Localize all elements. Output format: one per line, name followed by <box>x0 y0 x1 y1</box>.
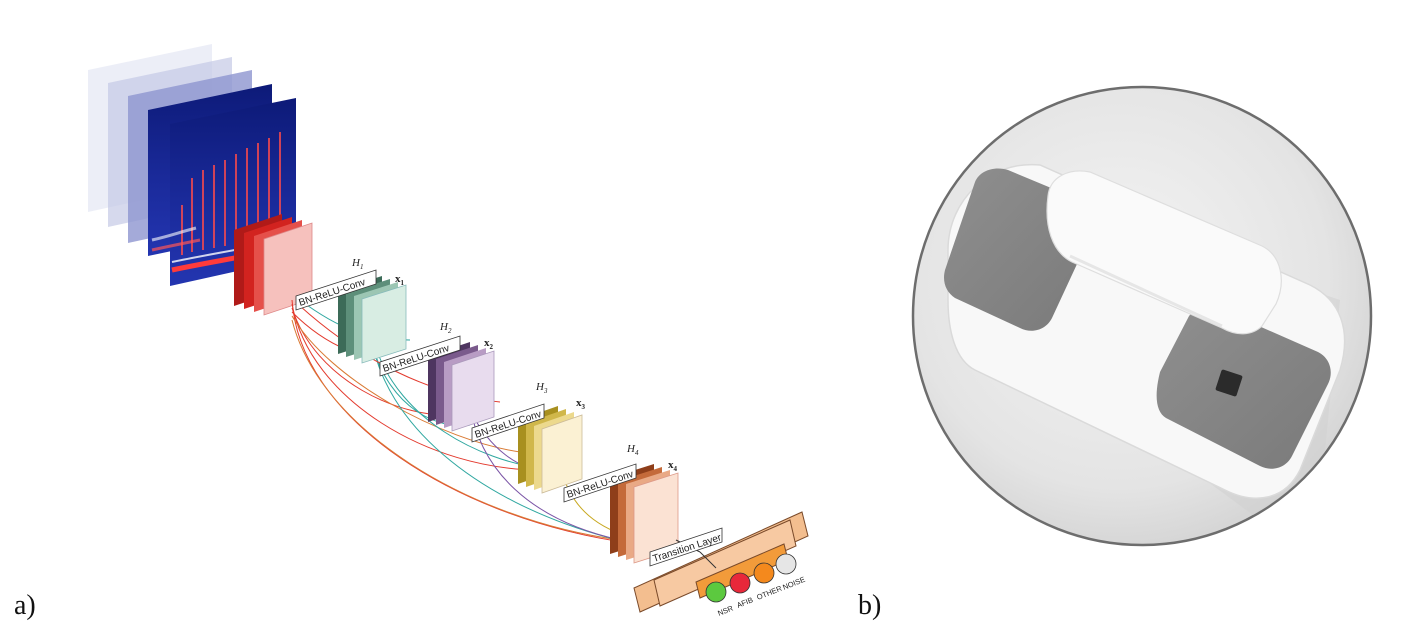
panel-b-label: b) <box>858 590 881 621</box>
skip-arc <box>292 304 540 470</box>
class-label-noise: NOISE <box>781 575 806 592</box>
h-label-4: H4 <box>626 443 639 457</box>
h-label-2: H2 <box>439 321 452 335</box>
x-label-4: x4 <box>668 459 678 473</box>
class-label-afib: AFIB <box>735 595 754 610</box>
panel-a: BN-ReLU-Conv H1 x1 BN-ReLU-Conv H2 x2 BN… <box>14 44 808 621</box>
x-label-2: x2 <box>484 337 494 351</box>
class-node-other <box>754 563 774 583</box>
class-label-nsr: NSR <box>716 603 735 617</box>
class-node-afib <box>730 573 750 593</box>
h-label-1: H1 <box>351 257 363 271</box>
class-label-other: OTHER <box>755 583 783 601</box>
h-label-3: H3 <box>535 381 548 395</box>
x-label-1: x1 <box>395 273 405 287</box>
x-label-3: x3 <box>576 397 586 411</box>
class-node-noise <box>776 554 796 574</box>
panel-a-label: a) <box>14 590 36 621</box>
panel-b: b) <box>858 87 1371 621</box>
class-node-nsr <box>706 582 726 602</box>
